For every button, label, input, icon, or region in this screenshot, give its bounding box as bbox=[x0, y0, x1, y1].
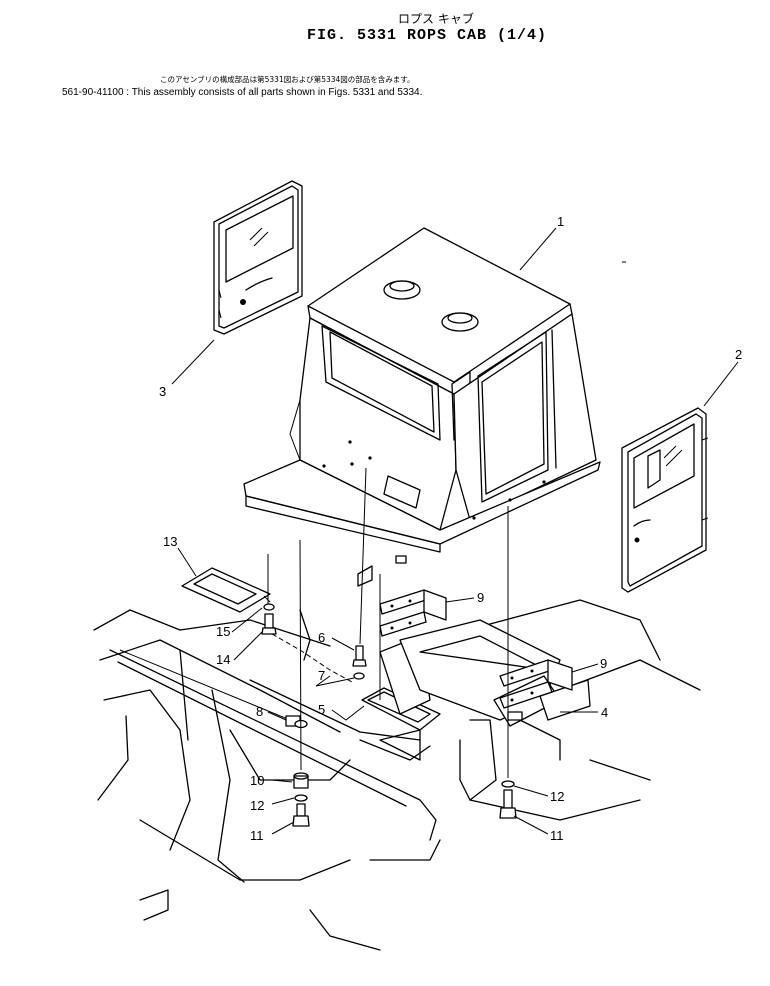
callout-12-right: 12 bbox=[550, 789, 564, 804]
rops-cab bbox=[243, 227, 601, 587]
callout-11-left: 11 bbox=[250, 828, 264, 843]
callout-5: 5 bbox=[318, 702, 325, 717]
right-door bbox=[621, 407, 709, 593]
plate-13 bbox=[181, 567, 271, 613]
bracket-9-upper bbox=[379, 589, 447, 637]
callout-9-lower: 9 bbox=[600, 656, 607, 671]
block-8 bbox=[285, 715, 308, 729]
callout-14: 14 bbox=[216, 652, 230, 667]
callout-9-upper: 9 bbox=[477, 590, 484, 605]
nut-10 bbox=[293, 772, 309, 789]
figure-title: FIG. 5331 ROPS CAB (1/4) bbox=[307, 27, 548, 44]
callout-13: 13 bbox=[163, 534, 177, 549]
washer-12-right bbox=[501, 780, 515, 788]
bolt-14 bbox=[261, 613, 277, 635]
callout-11-right: 11 bbox=[550, 828, 564, 843]
washer-15 bbox=[263, 603, 275, 611]
japanese-title: ロプス キャブ bbox=[398, 12, 474, 26]
callout-8: 8 bbox=[256, 704, 263, 719]
alignment-lines bbox=[267, 467, 509, 778]
leader-lines bbox=[171, 227, 739, 835]
bracket-9-lower bbox=[499, 659, 573, 709]
washer-12-left bbox=[294, 794, 308, 802]
bolt-11-left bbox=[292, 803, 310, 827]
callout-7: 7 bbox=[318, 668, 325, 683]
callout-15: 15 bbox=[216, 624, 230, 639]
callout-labels: 1 2 3 13 15 14 6 7 5 8 10 12 11 9 9 4 12… bbox=[159, 214, 742, 843]
bolt-11-right bbox=[499, 789, 517, 819]
left-door bbox=[213, 180, 303, 335]
callout-4: 4 bbox=[601, 705, 608, 720]
callout-1: 1 bbox=[557, 214, 564, 229]
callout-3: 3 bbox=[159, 384, 166, 399]
bolt-6 bbox=[352, 645, 367, 667]
machine-frame bbox=[93, 599, 701, 951]
callout-10: 10 bbox=[250, 773, 264, 788]
callout-2: 2 bbox=[735, 347, 742, 362]
callout-6: 6 bbox=[318, 630, 325, 645]
callout-12-left: 12 bbox=[250, 798, 264, 813]
washer-7 bbox=[353, 672, 365, 680]
assembly-note: 561-90-41100 : This assembly consists of… bbox=[62, 87, 423, 98]
japanese-assembly-note: このアセンブリの構成部品は第5331図および第5334図の部品を含みます。 bbox=[160, 75, 415, 84]
